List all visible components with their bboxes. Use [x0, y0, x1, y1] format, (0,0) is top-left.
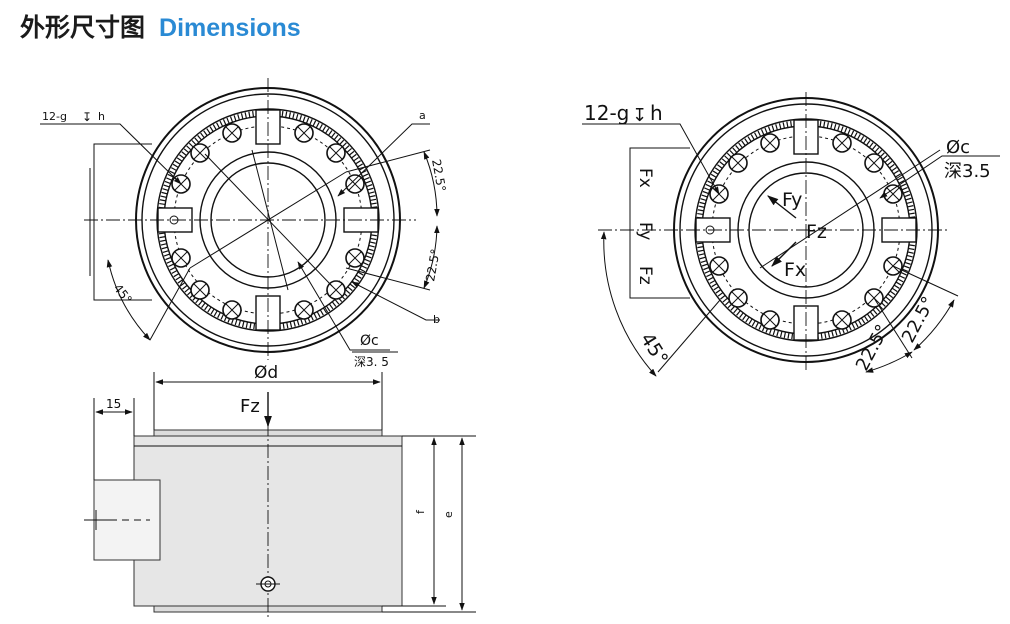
right-angle-arc-bottom — [865, 351, 913, 373]
left-connector-outline — [93, 143, 152, 301]
left-label-a: a — [419, 109, 426, 122]
right-angle-arc-left — [600, 231, 657, 377]
left-angle-arc-left — [106, 259, 151, 341]
right-angle-left: 45° — [636, 329, 673, 369]
side-fz: Fz — [240, 396, 260, 417]
right-side-fz: Fz — [635, 266, 655, 285]
right-depth-c: 深3.5 — [944, 161, 991, 182]
right-leader-c — [879, 155, 1000, 199]
right-angle-ext-1 — [873, 297, 913, 359]
right-holes-label: 12-g — [584, 101, 629, 125]
left-top-view: 12-g ↧ h a b 22.5° 22.5° 45° Øc 深3. 5 — [40, 78, 449, 369]
left-leader-holes — [40, 123, 182, 185]
left-leader-a — [337, 123, 430, 197]
left-angle-ext-left — [149, 267, 191, 341]
right-angle-1: 22.5° — [852, 321, 894, 374]
right-angle-ext-left — [657, 299, 721, 373]
left-label-b: b — [433, 313, 440, 326]
fx-axis-arrow — [771, 241, 797, 267]
left-angle-ext-top — [345, 149, 431, 173]
left-diag-2 — [189, 171, 347, 269]
right-top-view: 12-g ↧ h Øc 深3.5 Fx Fy Fz Fy Fz Fx 45° 2… — [582, 92, 1000, 377]
left-leader-c — [297, 261, 390, 351]
right-angle-ext-2 — [892, 265, 959, 297]
left-diag-3 — [251, 149, 289, 291]
left-hole-c: Øc — [360, 333, 379, 349]
right-axis-fz: Fz — [806, 221, 827, 243]
left-angle-top: 22.5° — [429, 158, 448, 193]
right-side-fy: Fy — [635, 222, 655, 240]
side-view: Ød Fz 15 f e — [84, 363, 476, 618]
page-header: 外形尺寸图 Dimensions — [20, 8, 301, 48]
right-connector-outline — [629, 147, 690, 299]
left-holes-label: 12-g — [42, 110, 67, 123]
left-holes-depth: h — [98, 110, 105, 123]
left-angle-ext-bottom — [345, 267, 431, 291]
fy-axis-arrow — [767, 195, 797, 219]
right-side-fx: Fx — [635, 168, 655, 188]
side-dim-e: e — [442, 511, 455, 518]
left-angle-arc-bottom — [423, 225, 440, 289]
left-angle-arc-top — [423, 151, 440, 217]
left-depth-c: 深3. 5 — [354, 355, 389, 369]
right-depth-symbol: ↧ — [632, 105, 647, 126]
right-holes-depth: h — [650, 101, 663, 125]
title-english: Dimensions — [159, 14, 301, 42]
right-angle-arc-bottom-2 — [913, 299, 955, 351]
left-depth-symbol: ↧ — [82, 110, 92, 124]
title-chinese: 外形尺寸图 — [20, 13, 146, 42]
right-leader-holes — [582, 123, 720, 195]
side-dim-15: 15 — [106, 397, 121, 411]
side-dia-d: Ød — [254, 363, 278, 383]
left-angle-left: 45° — [111, 281, 135, 306]
right-axis-fx: Fx — [784, 259, 806, 281]
left-angle-bottom: 22.5° — [423, 248, 442, 283]
right-hole-c: Øc — [946, 137, 970, 158]
right-axis-fy: Fy — [782, 189, 802, 211]
side-dim-f: f — [414, 509, 427, 514]
left-leader-b — [351, 281, 440, 321]
